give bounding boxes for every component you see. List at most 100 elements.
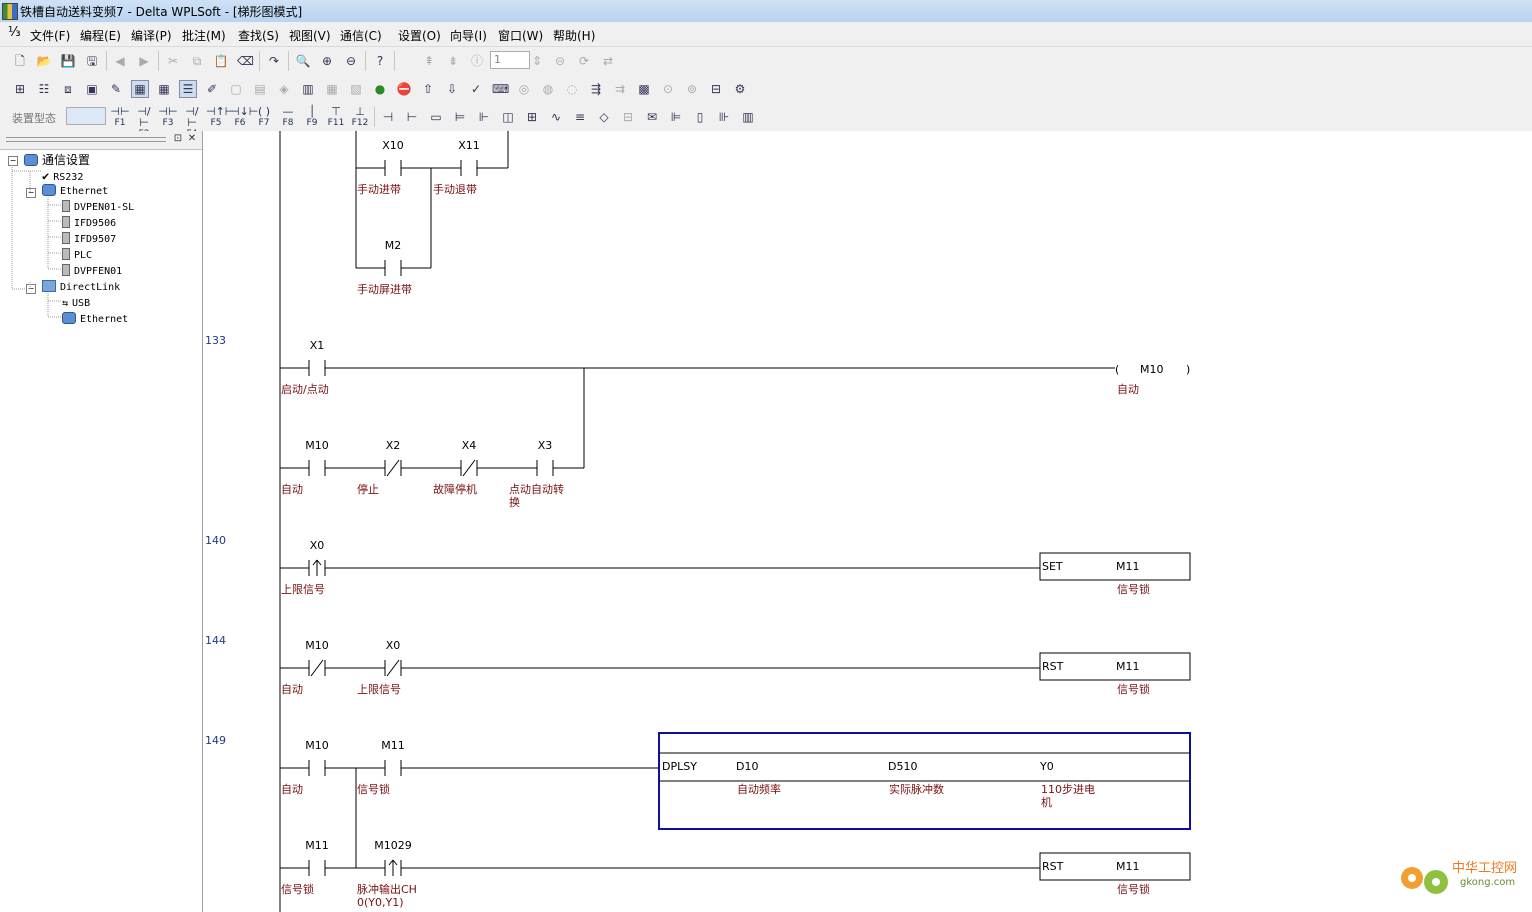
upload-icon[interactable]: ⇧ xyxy=(422,82,434,96)
search-icon[interactable]: 🔍 xyxy=(295,54,311,68)
contact-addr[interactable]: M11 xyxy=(381,739,405,752)
contact-addr[interactable]: M10 xyxy=(305,439,329,452)
merge-icon[interactable]: ⊪ xyxy=(718,110,730,124)
f5-button[interactable]: ⊣↑⊢F5 xyxy=(206,105,235,128)
pn-icon[interactable]: ⊢ xyxy=(406,110,418,124)
comment-toggle-icon[interactable]: ▦ xyxy=(131,80,149,98)
network-icon[interactable]: ⊟ xyxy=(710,82,722,96)
find-replace-icon[interactable]: ↷ xyxy=(268,54,280,68)
collapse-directlink-icon[interactable]: − xyxy=(26,284,36,294)
tree-item-rs232[interactable]: ✔RS232 xyxy=(42,169,84,183)
instruction-name[interactable]: SET xyxy=(1042,560,1063,573)
stop-icon[interactable]: ⊝ xyxy=(554,54,566,68)
operand[interactable]: Y0 xyxy=(1039,760,1054,773)
help-icon[interactable]: ? xyxy=(376,54,384,68)
operand[interactable]: D10 xyxy=(736,760,758,773)
contact-addr[interactable]: X10 xyxy=(382,139,404,152)
f11-button[interactable]: ⊤F11 xyxy=(327,105,345,128)
refresh-icon[interactable]: ⟳ xyxy=(578,54,590,68)
f12-button[interactable]: ⊥F12 xyxy=(351,105,369,128)
monitor-start-icon[interactable]: ◎ xyxy=(518,82,530,96)
zoom-out-icon[interactable]: ⊖ xyxy=(345,54,357,68)
tree-item-ethernet[interactable]: Ethernet xyxy=(42,184,108,200)
step-next-icon[interactable]: ⇟ xyxy=(447,54,459,68)
f4-parallel-nc-button[interactable]: ⊣/⊢F4 xyxy=(185,105,199,139)
operand[interactable]: M11 xyxy=(1116,860,1140,873)
row-comment-icon[interactable]: ▤ xyxy=(254,82,266,96)
coil-addr[interactable]: M10 xyxy=(1140,363,1164,376)
device-monitor-icon[interactable]: ▣ xyxy=(86,82,98,96)
pin-icon[interactable]: ⊡ xyxy=(173,133,183,144)
tree-root[interactable]: 通信设置 xyxy=(24,152,90,168)
step-info-icon[interactable]: ⓘ xyxy=(470,54,483,68)
ladder-mode-icon[interactable]: ⊞ xyxy=(14,82,26,96)
image-icon[interactable]: ▩ xyxy=(638,82,650,96)
operand[interactable]: D510 xyxy=(888,760,917,773)
verify-icon[interactable]: ✓ xyxy=(470,82,482,96)
menu-edit[interactable]: 编程(E) xyxy=(80,29,121,43)
tree-item-dl-ethernet[interactable]: Ethernet xyxy=(62,312,128,328)
menu-search[interactable]: 查找(S) xyxy=(238,29,279,43)
column-icon[interactable]: ▯ xyxy=(696,110,704,124)
tree-item-usb[interactable]: ⇆USB xyxy=(62,298,91,309)
eraser-icon[interactable]: ⌫ xyxy=(237,54,254,68)
grid-icon[interactable]: ▦ xyxy=(158,82,170,96)
paste-icon[interactable]: 📋 xyxy=(213,54,229,68)
menu-window[interactable]: 窗口(W) xyxy=(498,29,544,43)
step-input[interactable]: 1 xyxy=(490,51,530,69)
menu-help[interactable]: 帮助(H) xyxy=(553,29,596,43)
find-device-icon[interactable]: ⊙ xyxy=(662,82,674,96)
transfer-icon[interactable]: ▧ xyxy=(350,82,362,96)
instruction-name[interactable]: RST xyxy=(1042,860,1064,873)
f9-button[interactable]: │F9 xyxy=(306,105,318,128)
contact-addr[interactable]: X3 xyxy=(538,439,553,452)
contact-addr[interactable]: M11 xyxy=(305,839,329,852)
contact-addr[interactable]: X0 xyxy=(310,539,325,552)
code-icon[interactable]: ⌨ xyxy=(492,82,510,96)
cd-icon[interactable]: ▭ xyxy=(430,110,442,124)
f6-button[interactable]: ⊣↓⊢F6 xyxy=(230,105,259,128)
bars-icon[interactable]: ▥ xyxy=(742,110,754,124)
copy-icon[interactable]: ⧉ xyxy=(192,54,202,68)
instruction-mode-icon[interactable]: ☷ xyxy=(38,82,50,96)
mps-icon[interactable]: ⊨ xyxy=(454,110,466,124)
contact-addr[interactable]: M1029 xyxy=(374,839,412,852)
menu-settings[interactable]: 设置(O) xyxy=(398,29,441,43)
open-file-icon[interactable]: 📂 xyxy=(36,54,52,68)
diamond-icon[interactable]: ◇ xyxy=(599,110,609,124)
contact-addr[interactable]: M2 xyxy=(385,239,402,252)
undo-icon[interactable]: ◀ xyxy=(115,54,125,68)
operand[interactable]: M11 xyxy=(1116,560,1140,573)
contact-addr[interactable]: X2 xyxy=(386,439,401,452)
tree-item-dvpen01[interactable]: DVPEN01-SL xyxy=(62,200,134,216)
memory-icon[interactable]: ▦ xyxy=(326,82,338,96)
link-icon[interactable]: ⇄ xyxy=(602,54,614,68)
menu-wizard[interactable]: 向导(I) xyxy=(450,29,487,43)
step-prev-icon[interactable]: ⇞ xyxy=(423,54,435,68)
np-icon[interactable]: ⊣ xyxy=(382,110,394,124)
menu-communication[interactable]: 通信(C) xyxy=(340,29,382,43)
contact-addr[interactable]: X11 xyxy=(458,139,480,152)
program-menu-icon[interactable]: ⅓ xyxy=(8,25,21,40)
close-icon[interactable]: ✕ xyxy=(187,133,197,144)
f2-contact-nc-button[interactable]: ⊣/⊢F2 xyxy=(137,105,151,139)
instruction-name[interactable]: DPLSY xyxy=(662,760,697,773)
operand[interactable]: M11 xyxy=(1116,660,1140,673)
tree-item-dvpfen01[interactable]: DVPFEN01 xyxy=(62,264,122,280)
ladder-diagram[interactable]: X10 X11 M2 X1 ( M10 ) M10 X2 X4 X3 X0 SE… xyxy=(203,131,1532,912)
download-icon[interactable]: ⇩ xyxy=(446,82,458,96)
settings-icon[interactable]: ⚙ xyxy=(734,82,746,96)
align-icon[interactable]: ⊫ xyxy=(670,110,682,124)
monitor-stop-icon[interactable]: ◍ xyxy=(542,82,554,96)
menu-compile[interactable]: 编译(P) xyxy=(131,29,172,43)
cut-icon[interactable]: ✂ xyxy=(167,54,179,68)
menu-view[interactable]: 视图(V) xyxy=(289,29,331,43)
contact-addr[interactable]: X0 xyxy=(386,639,401,652)
tree-item-ifd9506[interactable]: IFD9506 xyxy=(62,216,116,232)
tree-item-ifd9507[interactable]: IFD9507 xyxy=(62,232,116,248)
edit-mode-icon[interactable]: ✎ xyxy=(110,82,122,96)
find-next-icon[interactable]: ⊚ xyxy=(686,82,698,96)
redo-icon[interactable]: ▶ xyxy=(139,54,149,68)
force-on-icon[interactable]: ⇶ xyxy=(590,82,602,96)
tree-item-plc[interactable]: PLC xyxy=(62,248,92,264)
